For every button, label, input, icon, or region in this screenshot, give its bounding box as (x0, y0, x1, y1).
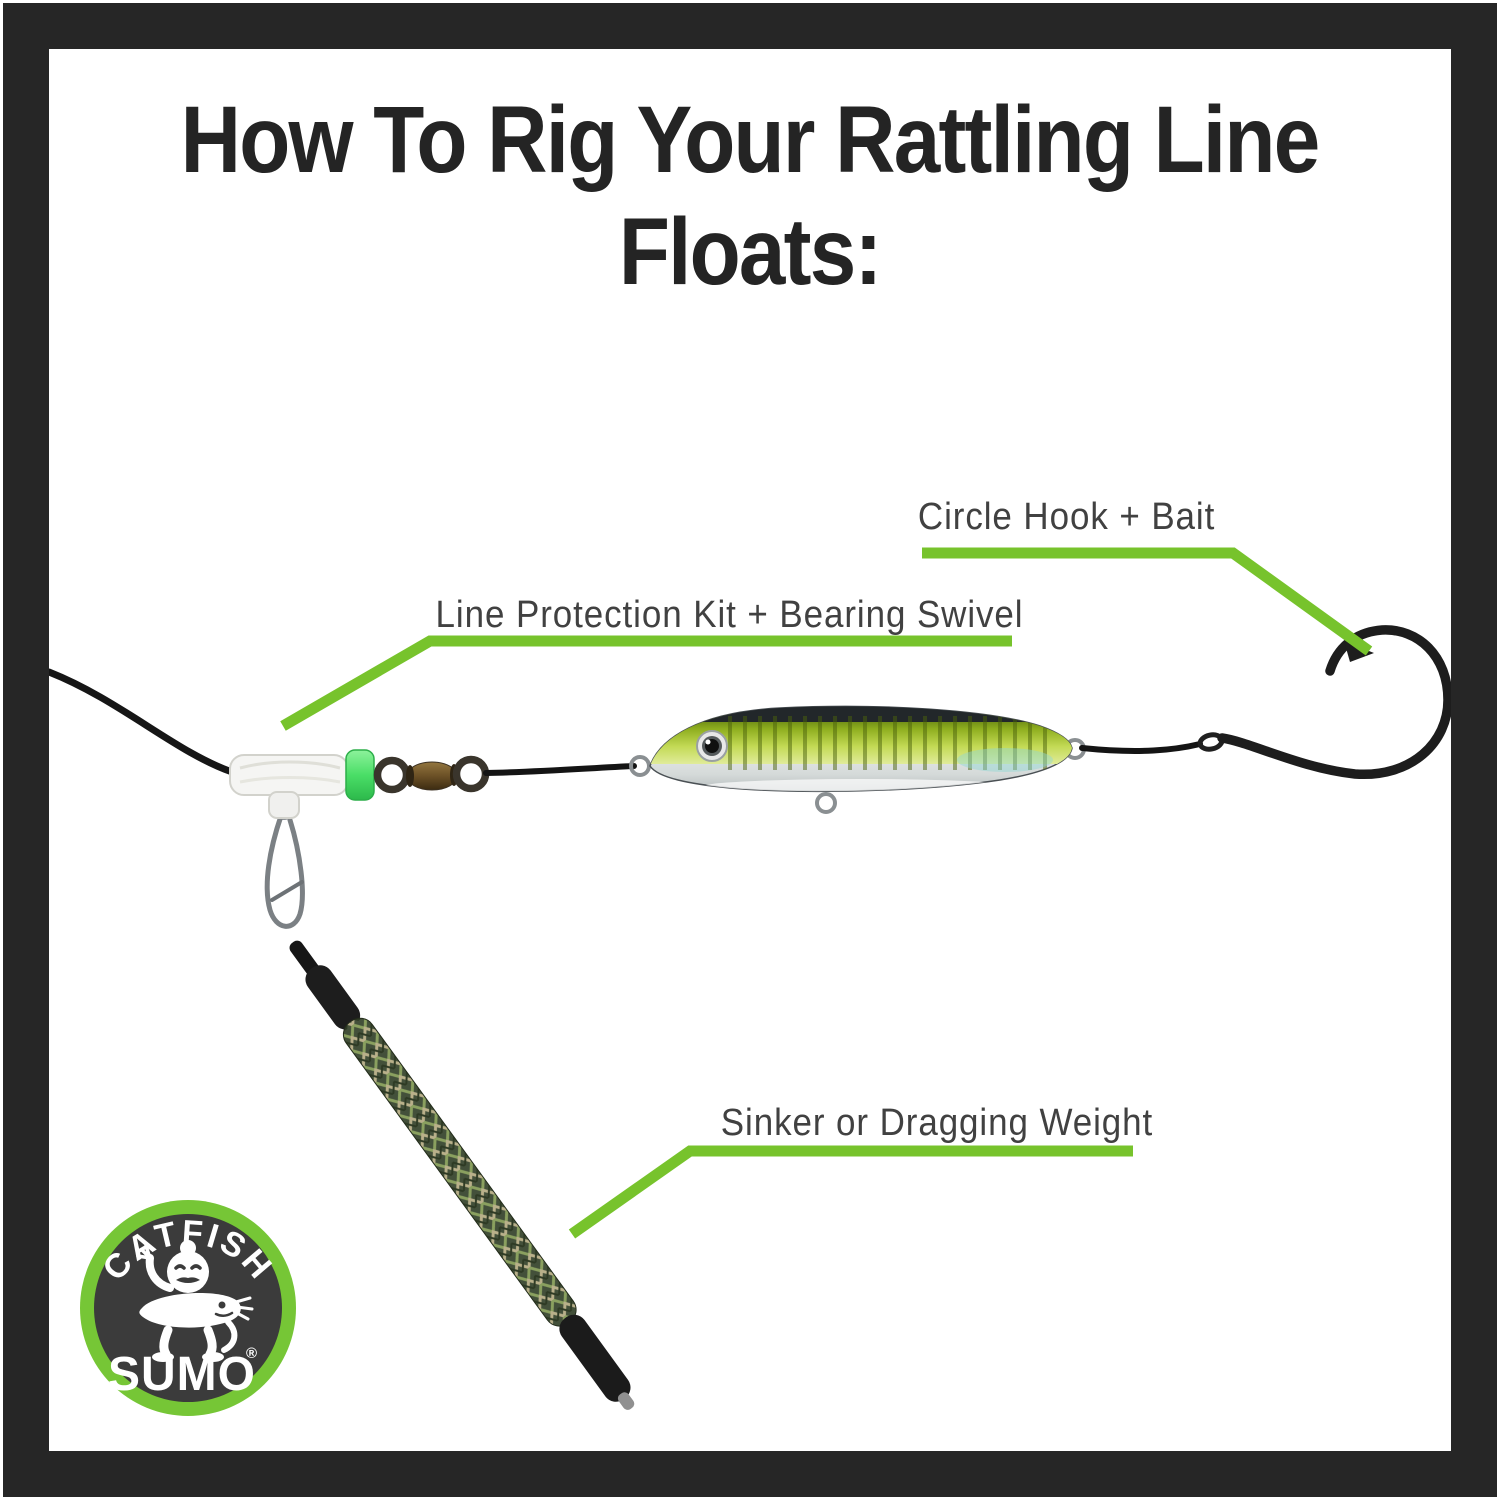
line-protection-slide (229, 754, 349, 819)
callout-line-protection-kit (280, 635, 1012, 731)
sinker-dragging-weight (289, 940, 635, 1410)
bearing-swivel (373, 755, 490, 794)
leader-line-rear (1079, 741, 1203, 754)
label-sinker-weight: Sinker or Dragging Weight (720, 1102, 1154, 1144)
snap-clip (264, 800, 305, 929)
lure-eye (696, 730, 728, 762)
callout-line-circle-hook (922, 547, 1373, 656)
title-line-1: How To Rig Your Rattling Line (181, 87, 1321, 193)
main-fishing-line (45, 668, 236, 776)
callout-line-sinker (568, 1145, 1133, 1239)
label-circle-hook: Circle Hook + Bait (918, 496, 1216, 538)
nose-eyelet (629, 755, 651, 777)
logo-bottom-text: SUMO (108, 1348, 256, 1401)
hook-barb (1344, 641, 1374, 662)
circle-hook (1197, 625, 1453, 779)
label-line-protection-kit: Line Protection Kit + Bearing Swivel (435, 594, 1024, 636)
glow-bead (345, 749, 375, 801)
belly-eyelet (815, 792, 837, 814)
page-title: How To Rig Your Rattling Line Floats: (49, 84, 1451, 308)
title-line-2: Floats: (619, 199, 882, 305)
logo-registered-mark: ® (246, 1345, 257, 1362)
leader-line-front (483, 763, 637, 776)
sumo-catfish-art (136, 1240, 254, 1362)
catfish-sumo-logo: CATFISH SUMO ® (80, 1200, 296, 1416)
rattling-float-lure (629, 705, 1086, 814)
